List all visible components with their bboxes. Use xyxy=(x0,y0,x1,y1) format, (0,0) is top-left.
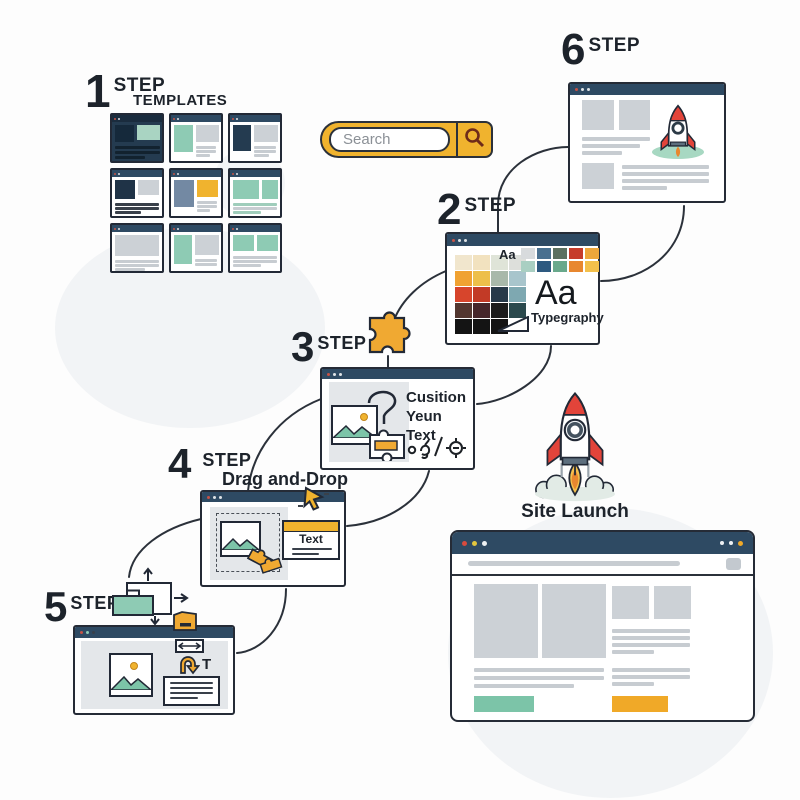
site-launch-title: Site Launch xyxy=(521,501,629,522)
step6-window xyxy=(568,82,726,203)
step4-window: Text xyxy=(200,486,346,587)
search-placeholder: Search xyxy=(343,131,391,148)
image-placeholder xyxy=(220,521,262,557)
step3-caption-line1: Cusition xyxy=(406,389,466,406)
step2-label: STEP xyxy=(464,195,517,216)
rocket-launch-icon xyxy=(515,390,635,507)
template-card-2[interactable] xyxy=(169,113,223,163)
step3-caption: Cusition Yeun Text xyxy=(406,389,473,445)
type-tool-letter: T xyxy=(202,656,212,673)
step6-tag: 6 STEP xyxy=(561,28,640,72)
step3-titlebar xyxy=(322,369,473,379)
menu-button[interactable] xyxy=(726,558,741,570)
selection-frame xyxy=(216,513,280,572)
template-card-4[interactable] xyxy=(110,168,164,218)
puzzle-piece-icon xyxy=(362,311,412,364)
step6-label: STEP xyxy=(588,35,641,56)
aa-big-sample: Aa xyxy=(535,274,577,312)
rotate-tool-icon xyxy=(176,655,201,680)
step5-number: 5 xyxy=(44,583,67,630)
step2-window: Aa Aa Typegraphy xyxy=(445,232,604,345)
step2-content: Aa Aa Typegraphy xyxy=(447,246,604,343)
step3-label: STEP xyxy=(317,333,367,353)
step4-content: Text xyxy=(202,502,344,585)
launched-site-content xyxy=(452,576,753,719)
folder-icon xyxy=(171,609,199,638)
url-bar-row xyxy=(452,554,753,576)
mountains-icon xyxy=(331,423,379,443)
step3-number: 3 xyxy=(291,323,314,370)
step3-tag: 3 STEP xyxy=(291,326,366,368)
teal-button[interactable] xyxy=(474,696,534,712)
template-card-3[interactable] xyxy=(228,113,282,163)
text-lines-box xyxy=(163,676,220,706)
suitcase-icon xyxy=(112,589,154,621)
step6-titlebar xyxy=(570,84,724,95)
orange-button[interactable] xyxy=(612,696,668,712)
step4-label: STEP xyxy=(202,450,252,470)
aa-small-sample: Aa xyxy=(499,247,516,262)
url-line xyxy=(468,561,680,566)
launched-site-window xyxy=(450,530,755,722)
launched-site-titlebar xyxy=(452,532,753,554)
color-palette xyxy=(455,255,529,337)
template-card-8[interactable] xyxy=(169,223,223,273)
step2-number: 2 xyxy=(437,185,462,234)
puzzle-bit-icon xyxy=(257,553,284,579)
step4-tag: 4 STEP xyxy=(168,443,251,485)
step3-content: Cusition Yeun Text xyxy=(322,379,473,468)
mountains-icon xyxy=(109,674,154,695)
cursor-icon xyxy=(296,486,330,521)
template-card-7[interactable] xyxy=(110,223,164,273)
page-fold-icon xyxy=(497,315,529,337)
width-arrow-box xyxy=(175,639,204,653)
step5-titlebar xyxy=(75,627,233,638)
step2-titlebar xyxy=(447,234,598,246)
rocket-icon xyxy=(658,103,698,162)
step5-label: STEP xyxy=(70,593,120,613)
step1-number: 1 xyxy=(85,65,111,117)
template-card-titlebar xyxy=(112,115,162,122)
step1-title: TEMPLATES xyxy=(133,92,228,109)
step6-number: 6 xyxy=(561,25,586,74)
step3-window: Cusition Yeun Text xyxy=(320,367,475,470)
search-input[interactable]: Search xyxy=(329,127,450,152)
image-placeholder xyxy=(109,653,154,697)
step5-content: T xyxy=(75,638,233,713)
template-card-5[interactable] xyxy=(169,168,223,218)
step1-label: STEP xyxy=(113,75,166,96)
template-card-6[interactable] xyxy=(228,168,282,218)
step4-number: 4 xyxy=(168,440,191,487)
step4-titlebar xyxy=(202,492,344,502)
garbled-glyph-icons xyxy=(407,435,471,464)
step5-window: T xyxy=(73,625,235,715)
template-card-1[interactable] xyxy=(110,113,164,163)
template-card-9[interactable] xyxy=(228,223,282,273)
step2-tag: 2 STEP xyxy=(437,188,516,232)
step3-caption-line2: Yeun Text xyxy=(406,407,442,444)
step1-tag: 1 STEP xyxy=(85,68,165,114)
step5-tag: 5 STEP xyxy=(44,586,119,628)
text-card-label: Text xyxy=(299,532,323,546)
search-bar: Search xyxy=(320,121,493,158)
step6-content xyxy=(570,95,724,201)
magnifier-icon xyxy=(464,127,485,153)
swatch-grid xyxy=(521,248,599,272)
typography-caption: Typegraphy xyxy=(531,310,604,325)
hook-icon xyxy=(366,387,400,430)
puzzle-block-icon xyxy=(368,425,406,466)
search-button[interactable] xyxy=(456,123,491,156)
text-card: Text xyxy=(282,520,340,560)
